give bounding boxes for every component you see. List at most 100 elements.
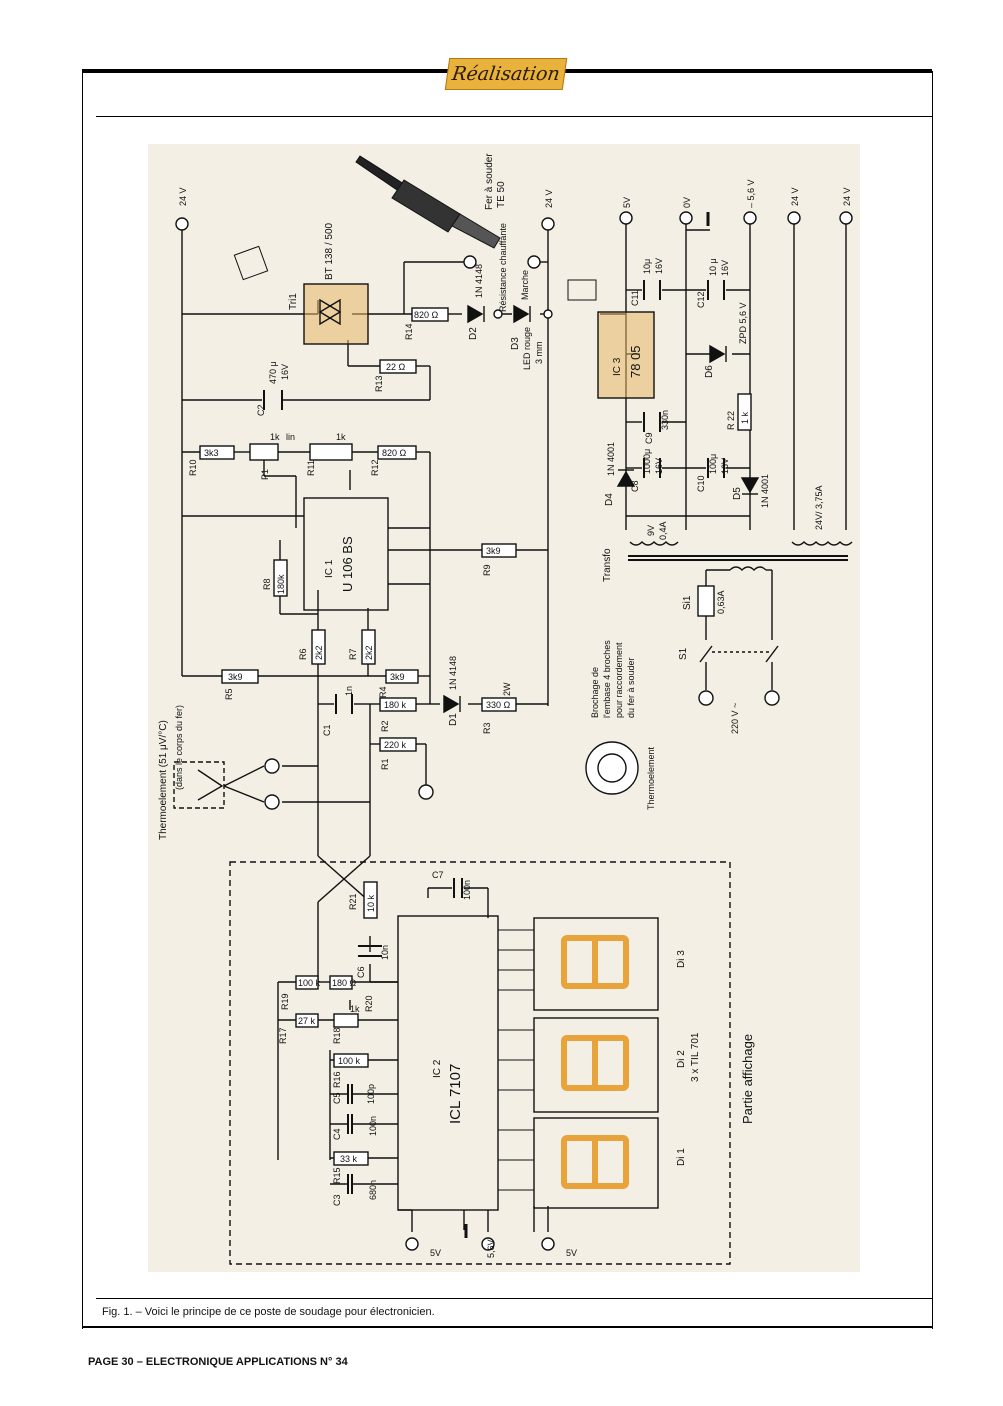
- si1-label: Si1: [682, 595, 693, 610]
- r16-label: R16: [332, 1071, 342, 1088]
- c12-voltage: 16V: [720, 260, 730, 276]
- r19-label: R19: [280, 993, 290, 1010]
- r18-value: 1k: [350, 1004, 360, 1014]
- rail-minus-56v: – 5,6 V: [746, 179, 756, 208]
- r3-value: 330 Ω: [486, 700, 511, 710]
- d6-label: D6: [704, 365, 715, 378]
- rail-5v-top: 5V: [622, 197, 632, 208]
- r19-value: 100 k: [298, 978, 321, 988]
- rail-24v-left: 24 V: [178, 187, 188, 206]
- r9-value: 3k9: [486, 546, 501, 556]
- c10-label: C10: [696, 475, 706, 492]
- rail-24v-right2: 24 V: [842, 187, 852, 206]
- d1-label: D1: [448, 713, 459, 726]
- thermoelement-label: Thermoelement: [646, 746, 656, 810]
- secondary-04a: 0,4A: [658, 521, 668, 540]
- r16-value: 100 k: [338, 1056, 361, 1066]
- c10-value: 100μ: [708, 454, 718, 474]
- d2-label: D2: [468, 327, 479, 340]
- header-rule-right: [560, 69, 932, 73]
- c12-value: 10 μ: [708, 258, 718, 276]
- c2-voltage: 16V: [280, 364, 290, 380]
- c2-label: C2: [256, 404, 266, 416]
- c6-label: C6: [356, 966, 366, 978]
- c6-value: 10n: [380, 945, 390, 960]
- page-footer: PAGE 30 – ELECTRONIQUE APPLICATIONS N° 3…: [88, 1356, 348, 1368]
- transfo-label: Transfo: [602, 548, 613, 582]
- c7-label: C7: [432, 870, 444, 880]
- r6-value: 2k2: [314, 645, 324, 660]
- d4-part: 1N 4001: [606, 442, 616, 476]
- r12-label: R12: [370, 459, 380, 476]
- bt-label: BT 138 / 500: [324, 222, 335, 280]
- display-2-label: Di 2: [676, 1050, 687, 1068]
- c11-value: 10μ: [642, 259, 652, 274]
- fuse-rating: 0,63A: [716, 590, 726, 614]
- c10-voltage: 16V: [720, 458, 730, 474]
- c4-label: C4: [332, 1128, 342, 1140]
- s1-label: S1: [678, 647, 689, 660]
- r7-value: 2k2: [364, 645, 374, 660]
- ic3-label: IC 3: [612, 357, 623, 376]
- r8-value: 180k: [276, 574, 286, 594]
- brochage-line2: l'embase 4 broches: [602, 640, 612, 718]
- r11-label: R11: [306, 460, 316, 476]
- r22-label: R 22: [726, 411, 736, 430]
- r2-label: R2: [380, 720, 390, 732]
- ic1-part: U 106 BS: [340, 536, 355, 592]
- r17-label: R17: [278, 1027, 288, 1044]
- r1-value: 220 k: [384, 740, 407, 750]
- d5-label: D5: [732, 487, 743, 500]
- c2-value: 470 μ: [268, 361, 278, 384]
- r6-label: R6: [298, 648, 308, 660]
- display-1-label: Di 1: [676, 1148, 687, 1166]
- p1-label: P1: [260, 469, 270, 480]
- c9-value: 330n: [660, 410, 670, 430]
- r7-label: R7: [348, 648, 358, 660]
- r20-label: R20: [364, 995, 374, 1012]
- partie-affichage-label: Partie affichage: [740, 1034, 755, 1124]
- r3-label: R3: [482, 722, 492, 734]
- r5-value: 3k9: [228, 672, 243, 682]
- d3-label: D3: [510, 337, 521, 350]
- caption-rule-bottom: [82, 1326, 932, 1328]
- d4-label: D4: [604, 493, 615, 506]
- c5-value: 100p: [366, 1084, 376, 1104]
- figure-caption: Fig. 1. – Voici le principe de ce poste …: [102, 1306, 435, 1318]
- ic3-part: 78 05: [628, 345, 643, 378]
- r1-label: R1: [380, 758, 390, 770]
- r4-label: R4: [378, 686, 388, 698]
- led-size: 3 mm: [534, 342, 544, 365]
- c1-label: C1: [322, 724, 332, 736]
- header-rule-left: [82, 69, 450, 73]
- c3-value: 680n: [368, 1180, 378, 1200]
- r12-value: 820 Ω: [382, 448, 407, 458]
- rail-56v-bottom: 5,6V: [486, 1239, 496, 1258]
- rail-24v-mid: 24 V: [544, 189, 554, 208]
- r15-label: R15: [332, 1167, 342, 1184]
- brochage-line4: du fer à souder: [626, 657, 636, 718]
- d2-part: 1N 4148: [474, 264, 484, 298]
- c5-label: C5: [332, 1092, 342, 1104]
- r11-value: 1k: [336, 432, 346, 442]
- r10-label: R10: [188, 459, 198, 476]
- c3-label: C3: [332, 1194, 342, 1206]
- c1-value: 1n: [344, 686, 354, 696]
- c11-label: C11: [630, 290, 640, 306]
- led-label: LED rouge: [522, 327, 532, 370]
- r20-value: 180 Ω: [332, 978, 357, 988]
- c7-value: 100n: [462, 880, 472, 900]
- tri1-label: Tri1: [288, 293, 299, 310]
- r9-label: R9: [482, 564, 492, 576]
- p1-value: 1k: [270, 432, 280, 442]
- r21-label: R21: [348, 893, 358, 910]
- ic1-label: IC 1: [324, 559, 335, 578]
- r17-value: 27 k: [298, 1016, 316, 1026]
- fer-label: Fer à souder: [484, 153, 495, 210]
- r15-value: 33 k: [340, 1154, 358, 1164]
- r13-label: R13: [374, 375, 384, 392]
- secondary-9v: 9V: [646, 525, 656, 536]
- r10-value: 3k3: [204, 448, 219, 458]
- r4-value: 3k9: [390, 672, 405, 682]
- te50-label: TE 50: [496, 181, 507, 208]
